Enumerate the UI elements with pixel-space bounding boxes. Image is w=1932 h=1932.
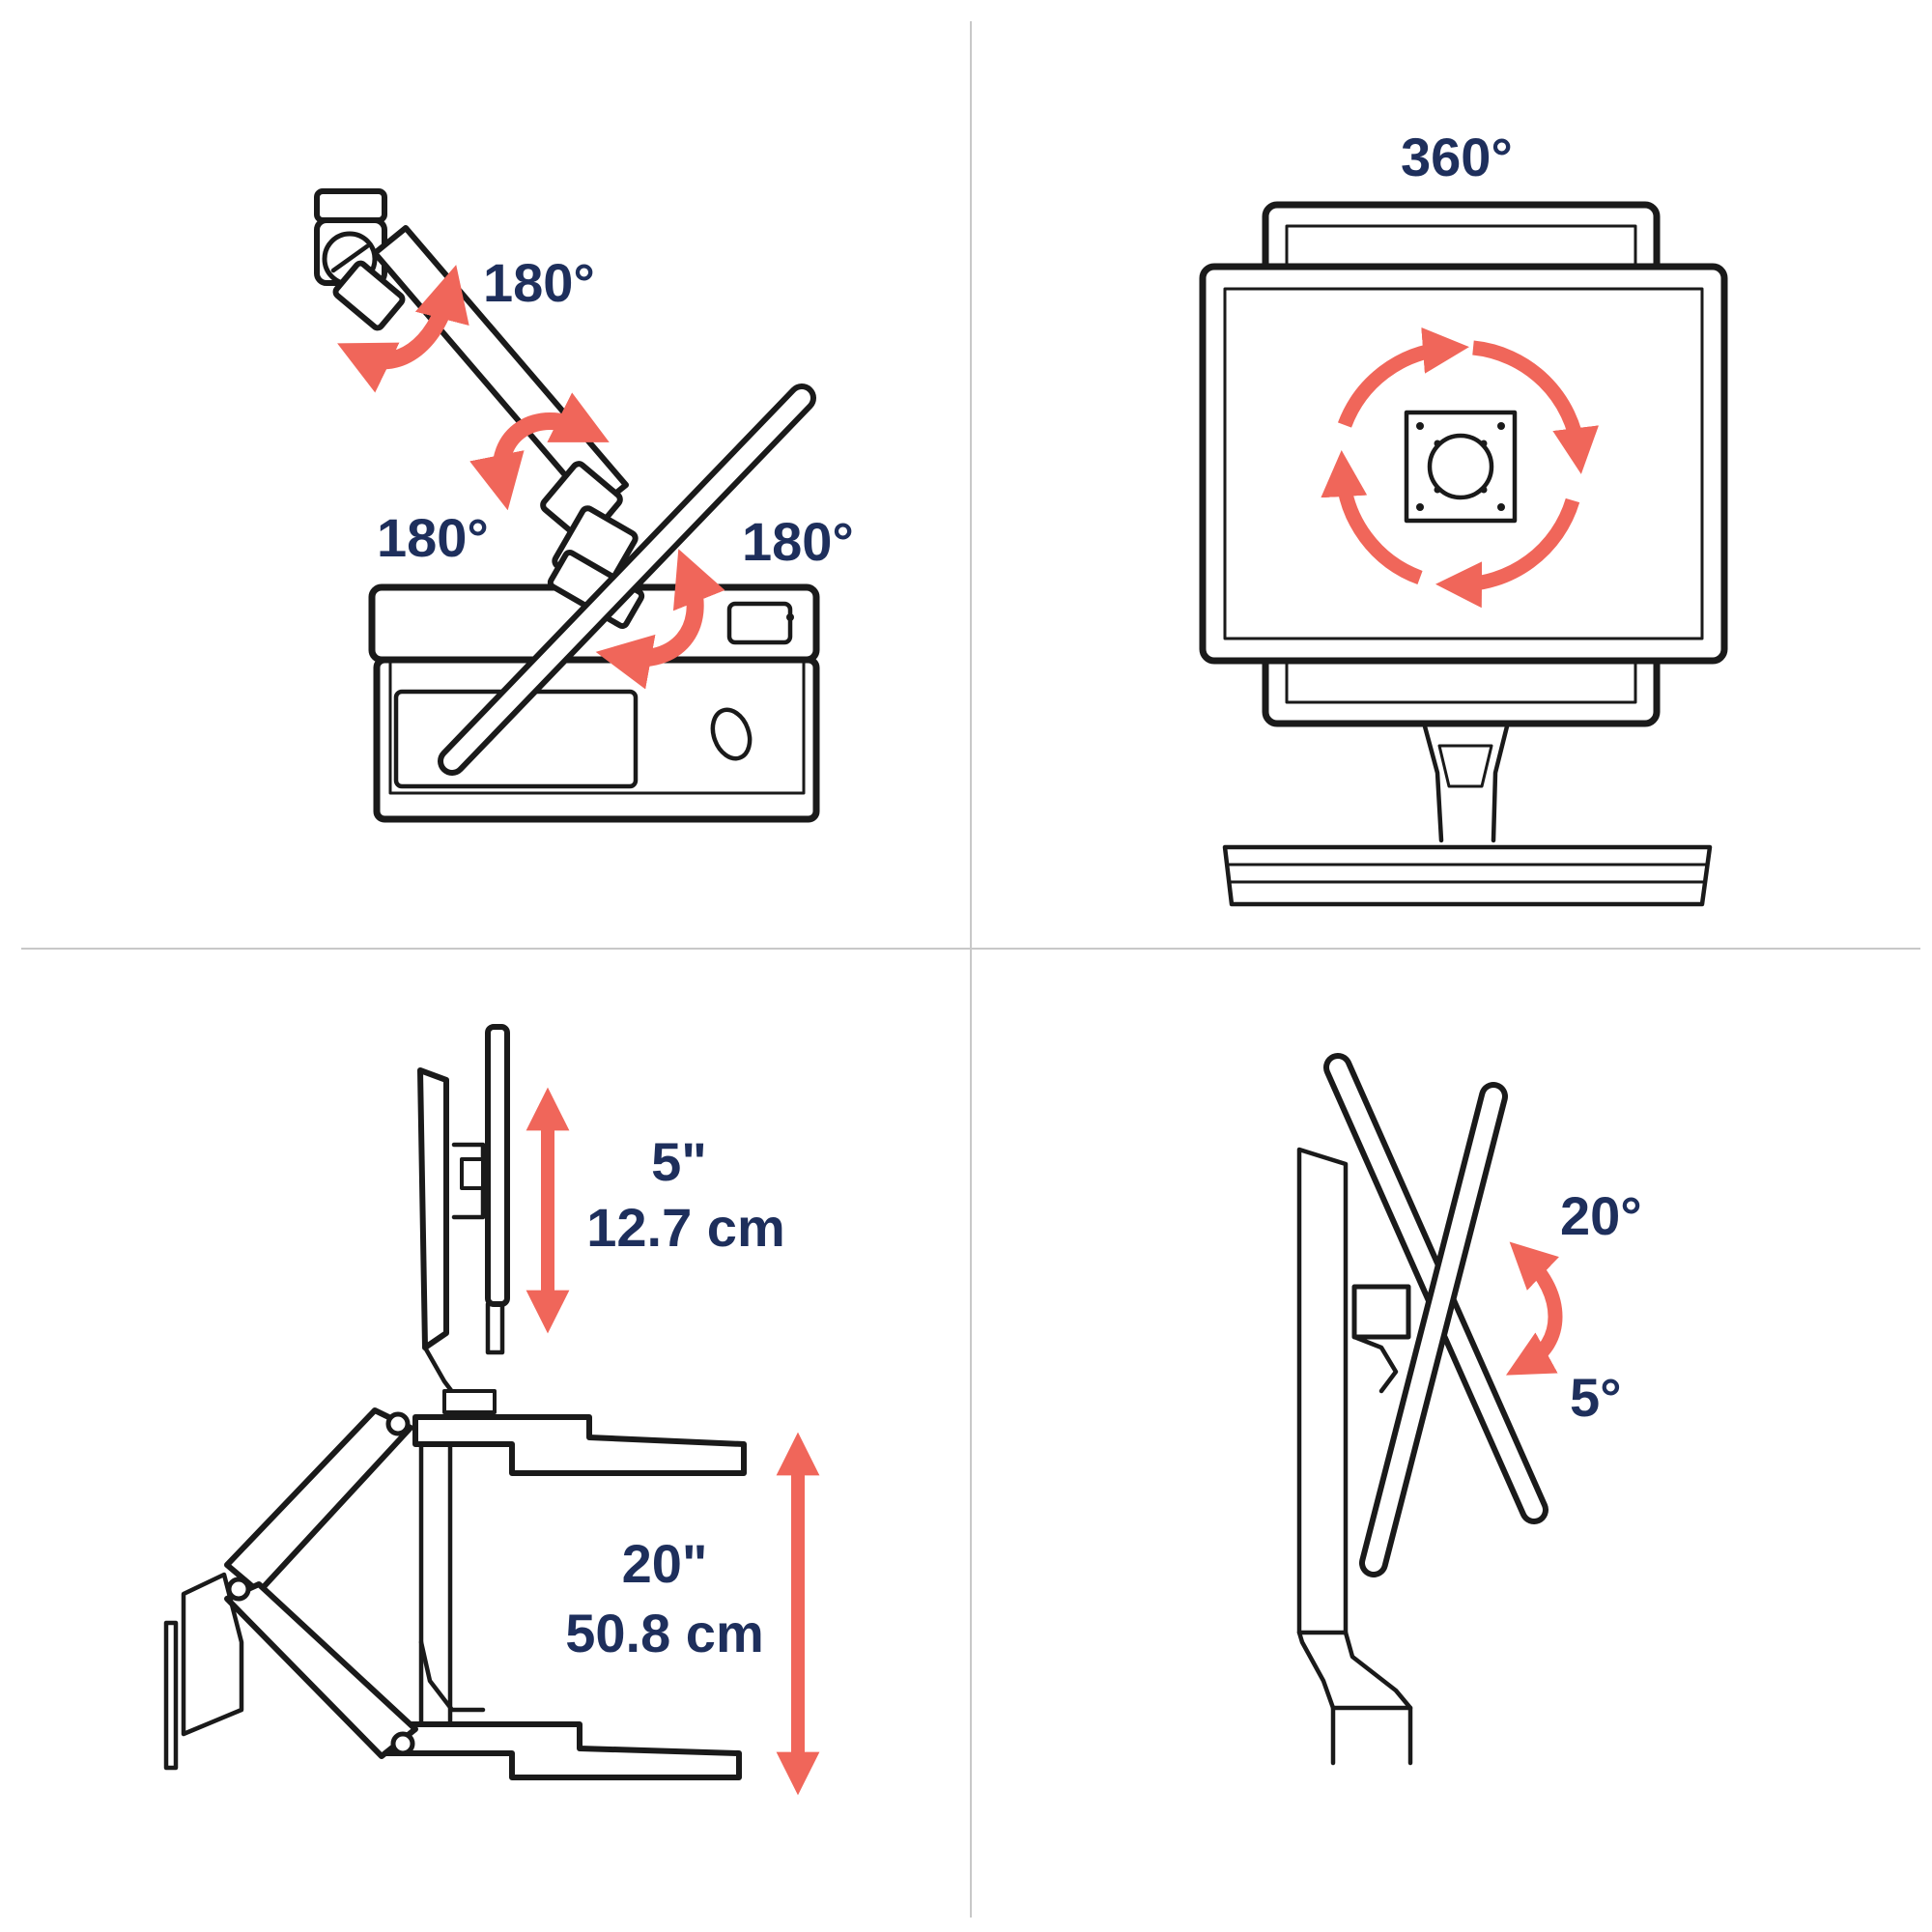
monitor-tilt-down-inner [1365, 1088, 1502, 1572]
monitor-back-side [417, 1067, 449, 1350]
arm-pivot-joint [226, 1577, 251, 1602]
swivel-arrow-lower [595, 549, 725, 690]
swivel-label-left: 180° [377, 507, 489, 568]
monitor-stand [1222, 724, 1713, 907]
arm-lift-inches: 20" [622, 1533, 708, 1594]
keyboard-tray-upper [412, 1414, 747, 1476]
rotation-arc-top-left [1337, 327, 1469, 428]
stand-base [1222, 844, 1713, 907]
stand-neck [1422, 724, 1510, 843]
vesa-hole [1434, 486, 1441, 494]
articulating-arm-upper-link [224, 1407, 413, 1595]
tilt-stand-foot [1330, 1705, 1413, 1766]
vesa-hole [1416, 503, 1424, 511]
keyboard-tray-lower [384, 1721, 742, 1780]
arm-pivot-top [385, 1411, 411, 1436]
pole-top [314, 188, 387, 223]
monitor-landscape-screen [1223, 287, 1704, 640]
panel-tilt-side-view: 20° 5° [1296, 1053, 1642, 1766]
quadrant-dividers [21, 21, 1920, 1918]
desk-hole [710, 707, 753, 761]
panel-swivel-top-view: 180° 180° 180° [314, 188, 854, 823]
rotation-arc-bottom-right [1435, 497, 1580, 609]
desk-socket-dot [786, 613, 794, 621]
swivel-arrow-upper [337, 265, 469, 393]
rotation-arc-bottom-left [1321, 450, 1423, 585]
rotation-label: 360° [1401, 127, 1513, 187]
vesa-plate-outline [1404, 410, 1518, 524]
monitor-lift-inches: 5" [651, 1131, 707, 1192]
panel-rotation-front-view: 360° [1199, 127, 1728, 907]
column-lower-bend [418, 1639, 486, 1713]
wall-mount-plate [163, 1620, 179, 1771]
desk-socket [726, 601, 793, 645]
swivel-label-top: 180° [483, 252, 595, 313]
upper-post-collar [442, 1389, 497, 1414]
vesa-plate-hub [1427, 433, 1494, 500]
tilt-arrow [1505, 1241, 1563, 1376]
monitor-screen-side [485, 1024, 510, 1307]
vesa-hole [1416, 422, 1424, 430]
vesa-hole [1434, 440, 1441, 447]
rotation-arrows [1321, 327, 1599, 609]
tilt-down-label: 5° [1570, 1367, 1622, 1428]
arm-pivot-bottom [390, 1731, 415, 1756]
swivel-arrow-middle [469, 392, 610, 511]
arm-lift-cm: 50.8 cm [565, 1603, 764, 1663]
vesa-hole [1497, 422, 1505, 430]
tilt-back-panel [1296, 1147, 1349, 1635]
vesa-plate [1404, 410, 1518, 524]
monitor-landscape-outline [1199, 263, 1728, 665]
monitor-screen-side-tail [485, 1301, 505, 1355]
vesa-hole [1480, 440, 1488, 447]
stand-neck-detail [1437, 744, 1493, 788]
rotation-arc-top-right [1472, 340, 1599, 474]
swivel-arrows [337, 265, 725, 690]
panel-height-adjust-side-view: 5" 12.7 cm 20" 50.8 cm [163, 1024, 820, 1796]
vesa-hole [1497, 503, 1505, 511]
tilt-hinge [1351, 1284, 1411, 1340]
tilt-stand-neck [1296, 1630, 1413, 1711]
articulating-arm-lower-link [224, 1581, 418, 1759]
monitor-hinge-block [460, 1157, 485, 1190]
vesa-hole [1480, 486, 1488, 494]
tilt-hinge-link [1351, 1334, 1399, 1394]
monitor-lift-cm: 12.7 cm [586, 1197, 785, 1258]
wall-mount-bracket [181, 1572, 244, 1737]
swivel-label-right: 180° [742, 511, 854, 572]
tilt-up-label: 20° [1560, 1185, 1642, 1246]
